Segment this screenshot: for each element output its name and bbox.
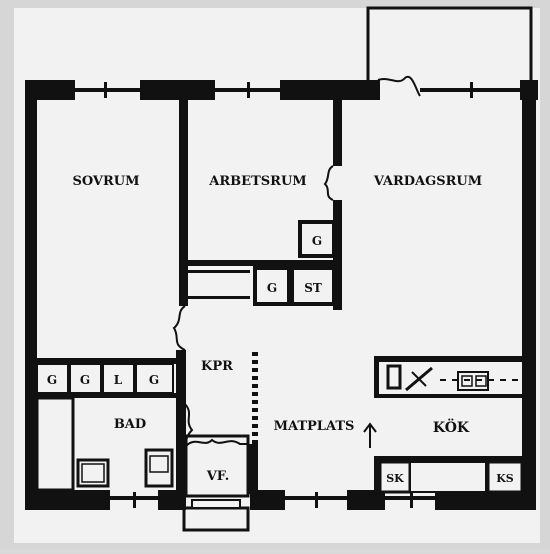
interior-walls <box>25 96 526 500</box>
closets-bad: G G L G <box>36 363 174 394</box>
room-label-kok: KÖK <box>433 417 470 436</box>
kitchen-top-cabinets <box>386 364 520 392</box>
room-label-bad: BAD <box>114 417 146 432</box>
closet-arbetsrum: G <box>298 220 336 258</box>
balcony-door <box>377 75 421 97</box>
closets-hall: G ST <box>188 266 336 306</box>
cabinet-label-sk: SK <box>386 472 404 485</box>
room-label-vf: VF. <box>206 469 230 484</box>
closet-label-g: G <box>80 373 90 387</box>
room-label-matplats: MATPLATS <box>274 419 355 434</box>
dotted-partition <box>248 352 258 494</box>
outer-walls <box>25 80 538 510</box>
cabinet-label-ks: KS <box>496 472 514 485</box>
closet-label-l: L <box>114 373 123 387</box>
balcony <box>366 6 533 80</box>
room-label-kpr: KPR <box>201 359 233 374</box>
closet-label-g: G <box>312 234 322 248</box>
closet-label-g: G <box>267 281 277 295</box>
up-arrow-icon <box>363 422 377 448</box>
closet-label-st: ST <box>304 281 322 295</box>
window-ticks <box>104 82 473 508</box>
closet-label-g: G <box>149 373 159 387</box>
kitchen-bottom-cabinets: SK KS <box>378 460 524 494</box>
door-openings <box>172 165 334 451</box>
room-label-arbetsrum: ARBETSRUM <box>208 174 306 189</box>
room-label-sovrum: SOVRUM <box>72 174 139 189</box>
room-labels: SOVRUM ARBETSRUM VARDAGSRUM KPR BAD MATP… <box>72 174 482 484</box>
room-label-vardagsrum: VARDAGSRUM <box>373 174 482 189</box>
bathroom-fixtures <box>35 396 174 492</box>
closet-label-g: G <box>47 373 57 387</box>
